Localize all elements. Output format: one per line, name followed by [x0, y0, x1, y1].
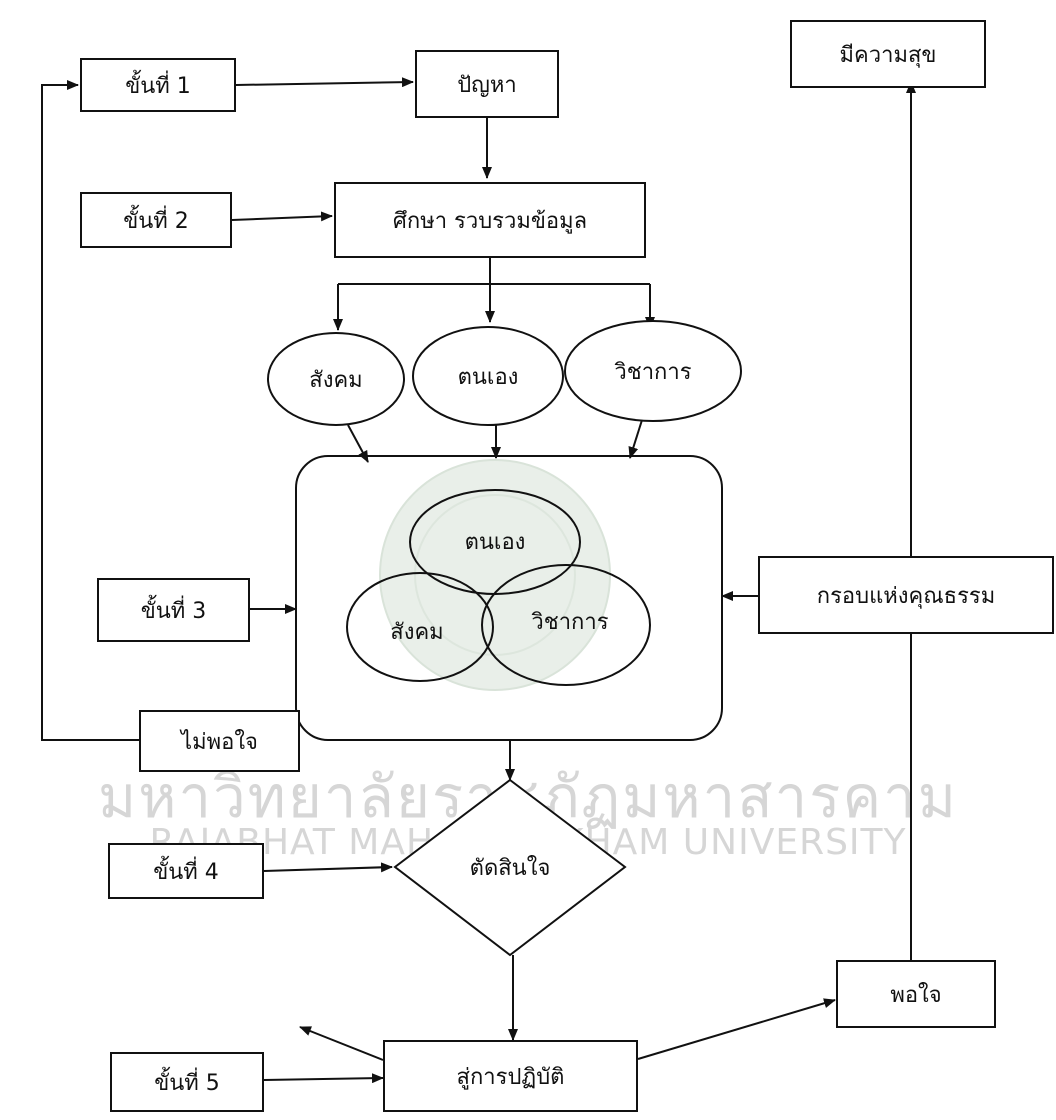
loop-unsatisfied-step1: [41, 80, 139, 741]
decide-label: ตัดสินใจ: [469, 855, 551, 881]
ellipse-society: [267, 332, 405, 426]
branch-study: [338, 258, 650, 285]
society-label: สังคม: [309, 367, 363, 393]
academic-label: วิชาการ: [614, 359, 692, 385]
arrow-step4-decide: [263, 862, 393, 873]
satisfied-box: พอใจ: [836, 960, 996, 1028]
study-box: ศึกษา รวบรวมข้อมูล: [334, 182, 646, 258]
ellipse-self: [412, 326, 564, 426]
practice-box: สู่การปฏิบัติ: [383, 1040, 638, 1112]
happy-box: มีความสุข: [790, 20, 986, 88]
ellipse-academic: [564, 320, 742, 422]
problem-box: ปัญหา: [415, 50, 559, 118]
unsatisfied-box: ไม่พอใจ: [139, 710, 300, 772]
arrow-step1-problem: [235, 77, 414, 88]
venn-academic: [481, 564, 651, 686]
venn-academic-label: วิชาการ: [531, 609, 609, 635]
venn-society-label: สังคม: [390, 619, 444, 645]
virtue-box: กรอบแห่งคุณธรรม: [758, 556, 1054, 634]
arrow-practice-unsatisfied: [299, 1026, 384, 1061]
step3-box: ขั้นที่ 3: [97, 578, 250, 642]
self-label: ตนเอง: [457, 364, 519, 390]
arrow-step2-study: [231, 211, 333, 222]
step1-box: ขั้นที่ 1: [80, 58, 236, 112]
step4-box: ขั้นที่ 4: [108, 843, 264, 899]
arrow-academic-frame: [628, 419, 643, 459]
decide-diamond: [393, 778, 627, 957]
arrow-practice-satisfied: [637, 998, 836, 1060]
venn-society: [346, 572, 494, 682]
synthesis-frame: [295, 455, 723, 741]
venn-self-label: ตนเอง: [464, 529, 526, 555]
step5-box: ขั้นที่ 5: [110, 1052, 264, 1112]
arrow-step5-practice: [263, 1073, 384, 1084]
step2-box: ขั้นที่ 2: [80, 192, 232, 248]
